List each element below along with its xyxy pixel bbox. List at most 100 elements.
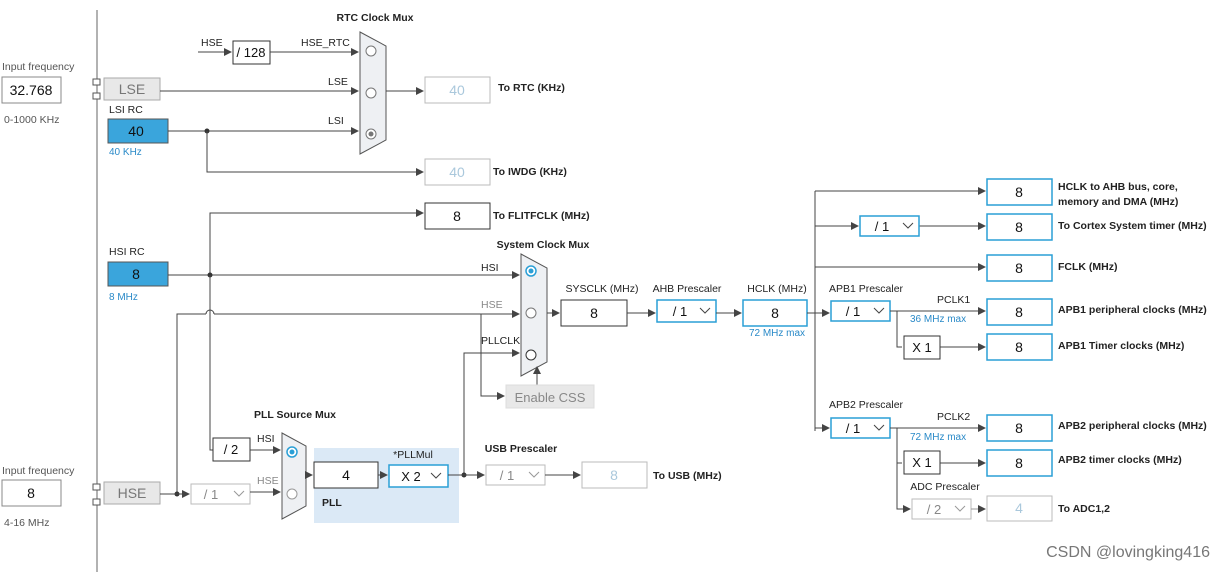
apb1-timer-output-box[interactable] (986, 333, 1053, 361)
apb1-periph-output-label: APB1 peripheral clocks (MHz) (1058, 304, 1207, 316)
lse-input-label: Input frequency (2, 61, 75, 73)
hse-input-value: 8 (27, 485, 35, 501)
sysclk-value: 8 (590, 305, 598, 321)
pll-mul-label: *PLLMul (393, 449, 433, 461)
lse-pin-bottom (92, 92, 101, 100)
chevron-down-icon (528, 471, 540, 478)
cortex-divider-value: / 1 (875, 219, 889, 234)
hclk-output-box[interactable] (986, 178, 1053, 206)
fclk-output-box[interactable] (986, 254, 1053, 282)
sysmux-title: System Clock Mux (497, 239, 590, 251)
pllmux-option-hse[interactable] (286, 488, 298, 500)
wire-hsi-to-flitfclk (209, 209, 424, 275)
apb2-max: 72 MHz max (910, 432, 966, 443)
hsi-frequency: 8 MHz (109, 292, 138, 303)
apb2-periph-output-box[interactable] (986, 414, 1053, 442)
sysmux-pllclk-label: PLLCLK (481, 335, 520, 347)
wire-to-css (480, 314, 505, 400)
fclk-output-label: FCLK (MHz) (1058, 261, 1117, 273)
apb1-periph-output-value: 8 (1015, 304, 1023, 320)
usb-prescaler-value: / 1 (500, 468, 514, 483)
hsi-source-box[interactable] (107, 261, 169, 287)
iwdg-output-value: 40 (449, 164, 465, 180)
fclk-output-value: 8 (1015, 260, 1023, 276)
usb-output-box (581, 461, 648, 489)
apb2-prescaler-value: / 1 (846, 421, 860, 436)
wire-apb2-to-timer-mul (896, 428, 902, 464)
hse-input-field[interactable] (1, 479, 62, 507)
wire-pll-to-sysmux (463, 349, 520, 475)
rtc-mux-title: RTC Clock Mux (336, 12, 413, 24)
hse-source-label: HSE (118, 485, 147, 501)
apb1-timer-output-label: APB1 Timer clocks (MHz) (1058, 340, 1184, 352)
sysmux-option-pllclk[interactable] (525, 349, 537, 361)
apb1-prescaler-label: APB1 Prescaler (829, 283, 904, 295)
lse-input-field[interactable] (1, 76, 62, 104)
lse-pin-top (92, 78, 101, 86)
usb-output-value: 8 (610, 467, 618, 483)
apb2-timer-output-value: 8 (1015, 455, 1023, 471)
pll-hse-div-select[interactable] (190, 483, 251, 505)
apb1-periph-output-box[interactable] (986, 298, 1053, 326)
hclk-label: HCLK (MHz) (747, 283, 807, 295)
hclk-max: 72 MHz max (749, 328, 805, 339)
pll-mux-hsi-label: HSI (257, 433, 275, 445)
hclk-value: 8 (771, 305, 779, 321)
lse-input-value: 32.768 (10, 82, 53, 98)
ahb-prescaler-select[interactable] (656, 299, 717, 323)
adc-output-label: To ADC1,2 (1058, 503, 1110, 515)
enable-css-button[interactable] (505, 384, 595, 409)
cortex-divider-select[interactable] (859, 215, 920, 237)
sysclk-box (560, 299, 628, 327)
lsi-source-box[interactable] (107, 118, 169, 144)
apb1-timer-multiplier: X 1 (912, 340, 932, 355)
hsi-title: HSI RC (109, 246, 145, 258)
hse-rtc-label: HSE_RTC (301, 37, 350, 49)
pll-hse-div-value: / 1 (204, 487, 218, 502)
hsi-source-value: 8 (132, 266, 140, 282)
wire-apb2-to-adc (896, 463, 911, 513)
rtc-output-box (424, 76, 491, 104)
rtc-mux-option-hse[interactable] (365, 45, 377, 57)
rtc-mux-option-lse[interactable] (365, 87, 377, 99)
sysmux-option-hse[interactable] (525, 307, 537, 319)
wire-hsi-to-pll-div (209, 275, 230, 451)
usb-output-label: To USB (MHz) (653, 470, 722, 482)
lse-source-box[interactable] (103, 77, 161, 101)
apb2-periph-output-label: APB2 peripheral clocks (MHz) (1058, 420, 1207, 432)
chevron-down-icon (873, 424, 885, 431)
apb2-timer-output-box[interactable] (986, 449, 1053, 477)
lsi-title: LSI RC (109, 104, 143, 116)
adc-output-box (986, 495, 1053, 522)
hclk-output-value: 8 (1015, 184, 1023, 200)
apb1-max: 36 MHz max (910, 314, 966, 325)
pll-mux-hse-label: HSE (257, 475, 279, 487)
apb1-timer-output-value: 8 (1015, 339, 1023, 355)
apb1-prescaler-value: / 1 (846, 304, 860, 319)
rtc-lsi-input-label: LSI (328, 115, 344, 127)
chevron-down-icon (699, 307, 711, 314)
pll-input-box (313, 461, 379, 489)
apb2-periph-output-value: 8 (1015, 420, 1023, 436)
wire-apb1-to-timer-mul (896, 311, 902, 348)
sysmux-selected-dot (528, 268, 534, 274)
pll-mul-select[interactable] (388, 464, 449, 488)
apb2-timer-multiplier: X 1 (912, 455, 932, 470)
pll-mul-value: X 2 (401, 469, 421, 484)
hse-source-box[interactable] (103, 481, 161, 505)
pll-source-mux[interactable] (281, 432, 307, 520)
hclk-output-label-line1: HCLK to AHB bus, core, (1058, 181, 1178, 193)
hse-pin-top (92, 483, 101, 491)
wire-lsi-to-iwdg (206, 131, 424, 176)
flitfclk-output-box (424, 202, 491, 230)
iwdg-output-label: To IWDG (KHz) (493, 166, 567, 178)
apb2-prescaler-label: APB2 Prescaler (829, 399, 904, 411)
cortex-output-value: 8 (1015, 219, 1023, 235)
cortex-output-box[interactable] (986, 213, 1053, 241)
sysmux-hsi-label: HSI (481, 262, 499, 274)
rtc-hse-input-label: HSE (201, 37, 223, 49)
lse-input-range: 0-1000 KHz (4, 114, 59, 126)
iwdg-output-box (424, 158, 491, 186)
hclk-box[interactable] (742, 299, 808, 327)
lsi-source-value: 40 (128, 123, 144, 139)
